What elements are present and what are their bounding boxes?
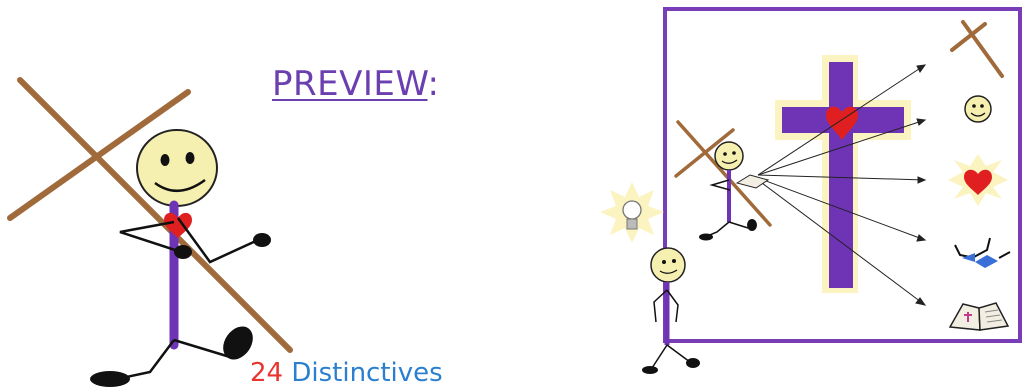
- glowing-heart-icon: [948, 154, 1008, 206]
- stick-figure-carrying-cross-icon: [10, 80, 290, 387]
- page-title: PREVIEW:: [272, 64, 439, 104]
- central-cross-icon: [775, 55, 911, 293]
- cross-icon: [952, 22, 1002, 76]
- title-colon: :: [428, 64, 440, 104]
- lightbulb-icon: [600, 182, 664, 243]
- stick-figure-reading-icon: [676, 122, 770, 241]
- caption-text: Distinctives: [291, 358, 442, 388]
- smiley-icon: [965, 96, 991, 122]
- caption-number: 24: [250, 358, 283, 388]
- title-text: PREVIEW: [272, 64, 428, 104]
- stick-figure-thinking-icon: [642, 248, 700, 374]
- bible-icon: [950, 303, 1008, 330]
- caption: 24 Distinctives: [250, 358, 443, 388]
- serving-hands-icon: [955, 238, 1010, 268]
